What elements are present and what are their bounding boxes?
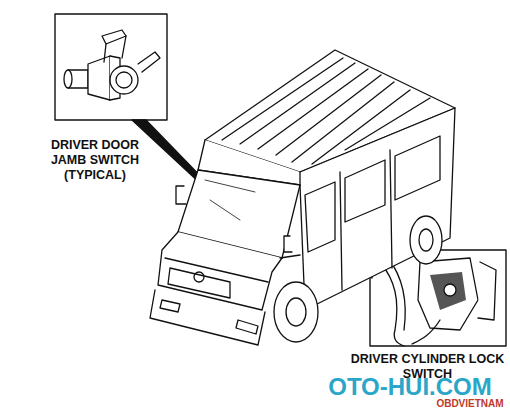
mirror: [176, 186, 186, 204]
switch-connector: [110, 66, 138, 94]
lock-bracket: [478, 262, 496, 320]
wheel-hub: [286, 298, 306, 326]
lock-mechanism: [430, 272, 466, 310]
headlight: [160, 300, 258, 334]
lock-wire: [412, 320, 440, 344]
jamb-switch-inset: [55, 14, 167, 120]
switch-tab-leg: [104, 36, 126, 62]
switch-tip: [64, 70, 72, 88]
front-wheel: [274, 282, 318, 342]
front-bumper: [150, 290, 265, 345]
lock-rod: [388, 258, 405, 330]
switch-tab: [102, 30, 126, 44]
lock-cylinder: [444, 284, 456, 296]
inset-frame: [55, 14, 167, 120]
lock-housing: [418, 258, 478, 330]
side-window: [305, 182, 335, 252]
switch-body: [88, 56, 110, 100]
rear-wheel: [410, 216, 442, 264]
watermark: OTO-HUI.COM: [312, 374, 508, 400]
van-side: [300, 108, 455, 310]
grille: [165, 258, 268, 298]
switch-connector-inner: [116, 72, 132, 88]
van-body: [150, 50, 455, 345]
windshield-glare: [205, 180, 255, 220]
side-window: [345, 136, 440, 222]
sliding-door: [340, 150, 392, 290]
lock-rod: [380, 262, 404, 346]
switch-terminal: [138, 52, 160, 72]
watermark: OBDVIETNAM: [430, 398, 510, 410]
part-label: DRIVER DOOR JAMB SWITCH (TYPICAL): [40, 138, 150, 183]
wheel-hub: [419, 229, 433, 251]
emblem: [194, 272, 204, 282]
mirror: [284, 236, 292, 252]
